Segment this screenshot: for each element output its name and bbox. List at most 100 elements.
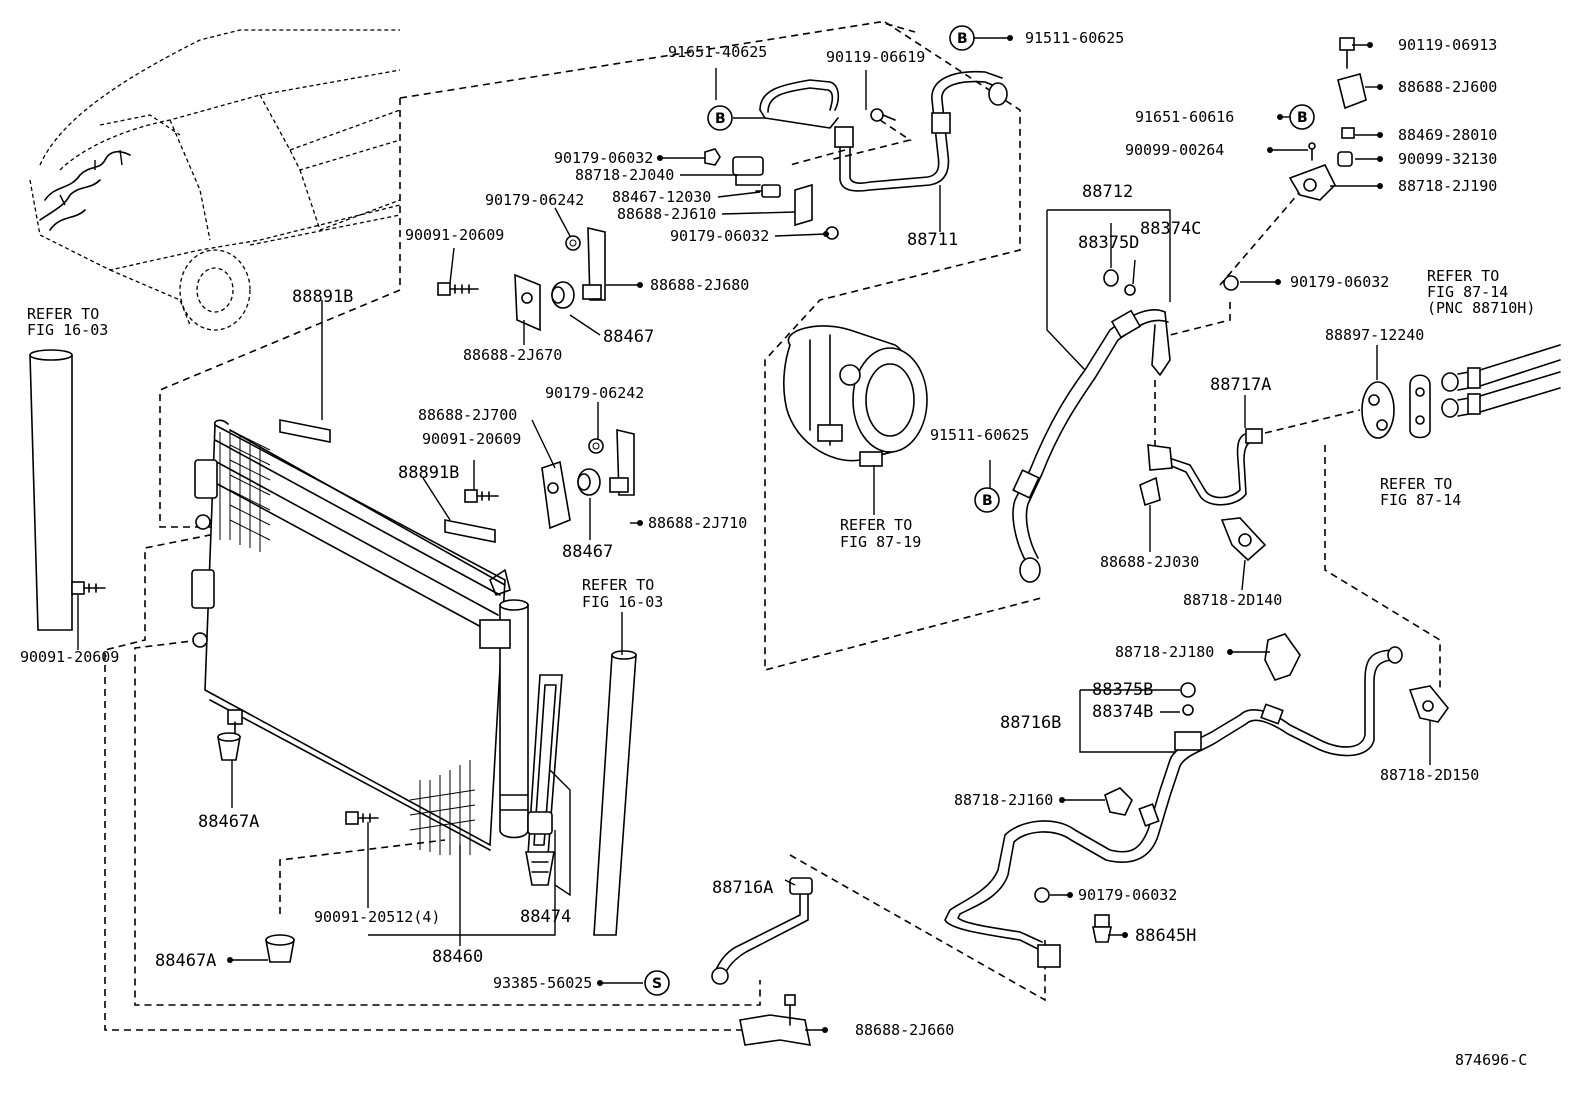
label-90091-20609-a: 90091-20609 [405, 226, 504, 244]
label-88469-28010: 88469-28010 [1398, 126, 1497, 144]
grommet-88467-b [577, 468, 601, 496]
label-88891B-a: 88891B [292, 287, 353, 307]
nut-90179-06242-b [588, 438, 604, 454]
label-88688-2J700: 88688-2J700 [418, 406, 517, 424]
callout-letter: B [715, 111, 726, 127]
label-88375D: 88375D [1078, 233, 1139, 253]
label-90179-06242-a: 90179-06242 [485, 191, 584, 209]
clamp-88718-2D150 [1408, 685, 1450, 723]
label-90091-20512: 90091-20512(4) [314, 908, 440, 926]
label-88718-2J160: 88718-2J160 [954, 791, 1053, 809]
oring-88374C [1124, 284, 1136, 296]
label-88718-2D150: 88718-2D150 [1380, 766, 1479, 784]
clamp-88718-2J160 [1104, 787, 1133, 816]
label-88467A-a: 88467A [198, 812, 259, 832]
label-refer-87-19-2: FIG 87-19 [840, 533, 921, 551]
label-91651-40625: 91651-40625 [668, 43, 767, 61]
bracket-88688-2J660 [739, 994, 812, 1046]
bolt-90091-20609-c [71, 581, 106, 595]
bracket-88688-2J600 [1337, 73, 1367, 110]
label-refer-16-03-left-2: FIG 16-03 [27, 321, 108, 339]
seal-left-refer-16-03 [29, 349, 73, 631]
pipe-91651-40625 [759, 79, 840, 129]
label-88467-b: 88467 [562, 542, 613, 562]
callout-letter: B [982, 493, 993, 509]
label-88688-2J680: 88688-2J680 [650, 276, 749, 294]
callout-s: S [644, 970, 670, 996]
label-refer-87-14-top-3: (PNC 88710H) [1427, 299, 1535, 317]
label-88688-2J600: 88688-2J600 [1398, 78, 1497, 96]
label-88897-12240: 88897-12240 [1325, 326, 1424, 344]
label-88716A: 88716A [712, 878, 773, 898]
pad-88891B-b [444, 519, 496, 543]
nut-90179-06032-a [704, 148, 721, 166]
cushion-88467A-a [217, 732, 241, 761]
screw-90099-00264 [1308, 142, 1316, 161]
label-88467-12030: 88467-12030 [612, 188, 711, 206]
sensor-88467-12030 [755, 184, 781, 198]
label-88891B-b: 88891B [398, 463, 459, 483]
oring-88375B [1180, 682, 1196, 698]
pad-88891B-a [279, 419, 331, 443]
label-88718-2J180: 88718-2J180 [1115, 643, 1214, 661]
label-refer-16-03-left-1: REFER TO [27, 305, 99, 323]
oring-88374B [1182, 704, 1194, 716]
clamp-88718-2J180 [1264, 633, 1301, 681]
pipe-88716A [711, 877, 813, 985]
label-90091-20609-b: 90091-20609 [422, 430, 521, 448]
label-88718-2J040: 88718-2J040 [575, 166, 674, 184]
label-88688-2J030: 88688-2J030 [1100, 553, 1199, 571]
label-90179-06032-b: 90179-06032 [670, 227, 769, 245]
label-88467-a: 88467 [603, 327, 654, 347]
nut-90179-06242-a [565, 235, 581, 251]
bolt-90119-06619 [870, 108, 896, 122]
label-88717A: 88717A [1210, 375, 1271, 395]
label-88460: 88460 [432, 947, 483, 967]
label-88467A-b: 88467A [155, 951, 216, 971]
callout-b-mid: B [974, 487, 1000, 513]
label-88718-2J190: 88718-2J190 [1398, 177, 1497, 195]
clamp-88718-2J040 [732, 156, 764, 186]
grommet-88467-a [551, 281, 575, 309]
label-90099-32130: 90099-32130 [1398, 150, 1497, 168]
callout-letter: B [1297, 110, 1308, 126]
oring-88375D [1103, 269, 1119, 287]
leader-dots [227, 35, 1383, 1033]
label-90179-06032-c: 90179-06032 [1290, 273, 1389, 291]
part-labels: 91651-40625 90119-06619 91511-60625 9011… [20, 29, 1535, 1069]
label-refer-87-14-bot-1: REFER TO [1380, 475, 1452, 493]
condenser-88460 [191, 419, 529, 855]
label-88688-2J660: 88688-2J660 [855, 1021, 954, 1039]
label-88374C: 88374C [1140, 219, 1201, 239]
cushion-90099-32130 [1337, 151, 1353, 167]
pipe-88716B [944, 646, 1403, 968]
clamp-88688-2J030 [1139, 476, 1161, 507]
label-88688-2J610: 88688-2J610 [617, 205, 716, 223]
bolt-88469-28010 [1341, 127, 1355, 139]
label-88374B: 88374B [1092, 702, 1153, 722]
label-88712: 88712 [1082, 182, 1133, 202]
bracket-88688-2J710 [609, 428, 635, 496]
label-93385-56025: 93385-56025 [493, 974, 592, 992]
bracket-88688-2J610 [794, 183, 813, 227]
block-88897-12240 [1361, 381, 1395, 439]
bracket-88688-2J670 [514, 273, 541, 332]
pipe-88717A [1147, 428, 1263, 506]
label-88711: 88711 [907, 230, 958, 250]
clamp-88718-2D140 [1220, 517, 1267, 562]
switch-88645H [1092, 914, 1112, 943]
label-88645H: 88645H [1135, 926, 1196, 946]
compressor-refer-87-19 [783, 325, 928, 467]
cushion-88467A-b [265, 934, 295, 963]
label-90179-06242-b: 90179-06242 [545, 384, 644, 402]
label-88688-2J670: 88688-2J670 [463, 346, 562, 364]
callout-b-top: B [949, 25, 975, 51]
label-88474: 88474 [520, 907, 571, 927]
label-88716B: 88716B [1000, 713, 1061, 733]
label-90179-06032-d: 90179-06032 [1078, 886, 1177, 904]
clamp-88718-2J190 [1288, 164, 1336, 201]
pipes-refer-87-14 [1441, 344, 1561, 418]
callout-letter: S [652, 976, 662, 992]
label-88718-2D140: 88718-2D140 [1183, 591, 1282, 609]
leader-lines [77, 37, 1431, 1031]
